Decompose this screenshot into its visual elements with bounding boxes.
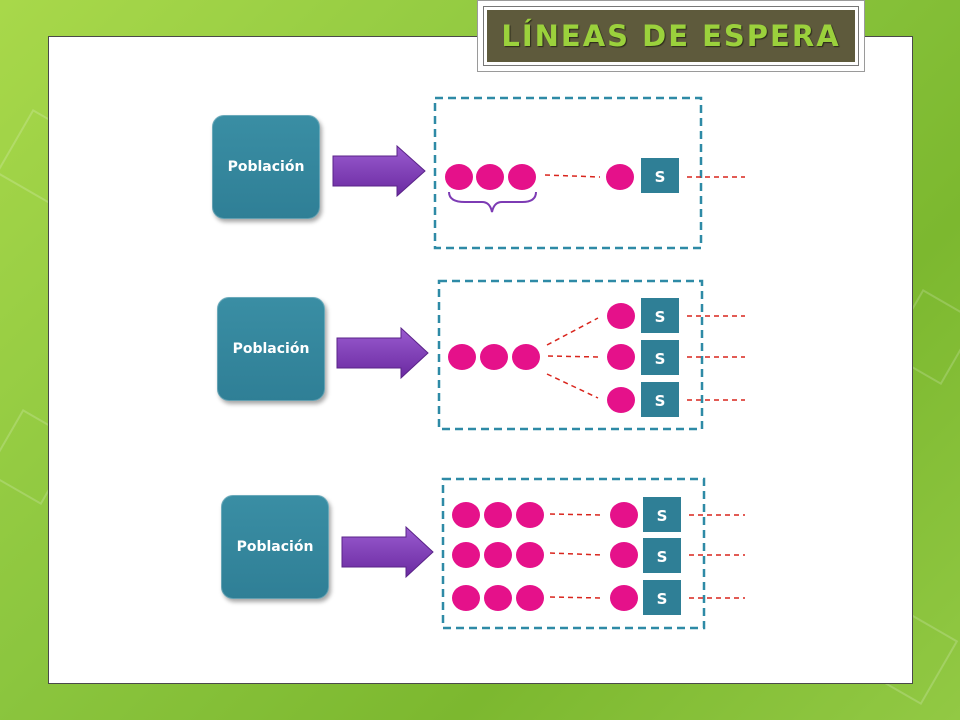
customer-dot — [484, 585, 512, 611]
server-box — [641, 298, 679, 333]
server-label: S — [655, 350, 666, 368]
queue-link — [546, 317, 599, 346]
slide-title: LÍNEAS DE ESPERA — [501, 19, 841, 53]
system-frame — [433, 96, 703, 250]
customer-in-service — [607, 303, 635, 329]
server-box — [641, 382, 679, 417]
customer-in-service — [610, 585, 638, 611]
customer-in-service — [606, 164, 634, 190]
customer-dot — [445, 164, 473, 190]
customer-in-service — [610, 542, 638, 568]
arrival-arrow — [332, 144, 426, 198]
customer-dot — [448, 344, 476, 370]
server-box — [643, 580, 681, 615]
queue-link — [546, 373, 599, 399]
system-frame — [437, 279, 704, 431]
customer-dot — [452, 585, 480, 611]
customer-dot — [476, 164, 504, 190]
customer-in-service — [610, 502, 638, 528]
population-box: Población — [217, 297, 325, 401]
customer-in-service — [607, 387, 635, 413]
server-label: S — [657, 507, 668, 525]
server-label: S — [655, 308, 666, 326]
population-box: Población — [221, 495, 329, 599]
customer-in-service — [607, 344, 635, 370]
customer-dot — [452, 502, 480, 528]
queue-link — [549, 596, 603, 599]
queue-link — [549, 552, 603, 556]
customer-dot — [508, 164, 536, 190]
customer-dot — [512, 344, 540, 370]
server-box — [641, 158, 679, 193]
customer-dot — [516, 502, 544, 528]
title-banner: LÍNEAS DE ESPERA — [477, 0, 865, 72]
server-label: S — [657, 590, 668, 608]
server-box — [641, 340, 679, 375]
customer-dot — [516, 542, 544, 568]
customer-dot — [516, 585, 544, 611]
server-box — [643, 497, 681, 532]
title-plate: LÍNEAS DE ESPERA — [483, 6, 859, 66]
queue-brace — [448, 191, 537, 213]
system-frame — [441, 477, 706, 630]
server-label: S — [655, 168, 666, 186]
server-label: S — [655, 392, 666, 410]
queue-link — [549, 513, 603, 516]
customer-dot — [484, 542, 512, 568]
customer-dot — [452, 542, 480, 568]
customer-dot — [484, 502, 512, 528]
customer-dot — [480, 344, 508, 370]
arrival-arrow — [336, 326, 429, 380]
arrival-arrow — [341, 525, 434, 579]
server-box — [643, 538, 681, 573]
queue-link — [547, 355, 601, 358]
population-box: Población — [212, 115, 320, 219]
queue-link — [544, 174, 601, 178]
server-label: S — [657, 548, 668, 566]
